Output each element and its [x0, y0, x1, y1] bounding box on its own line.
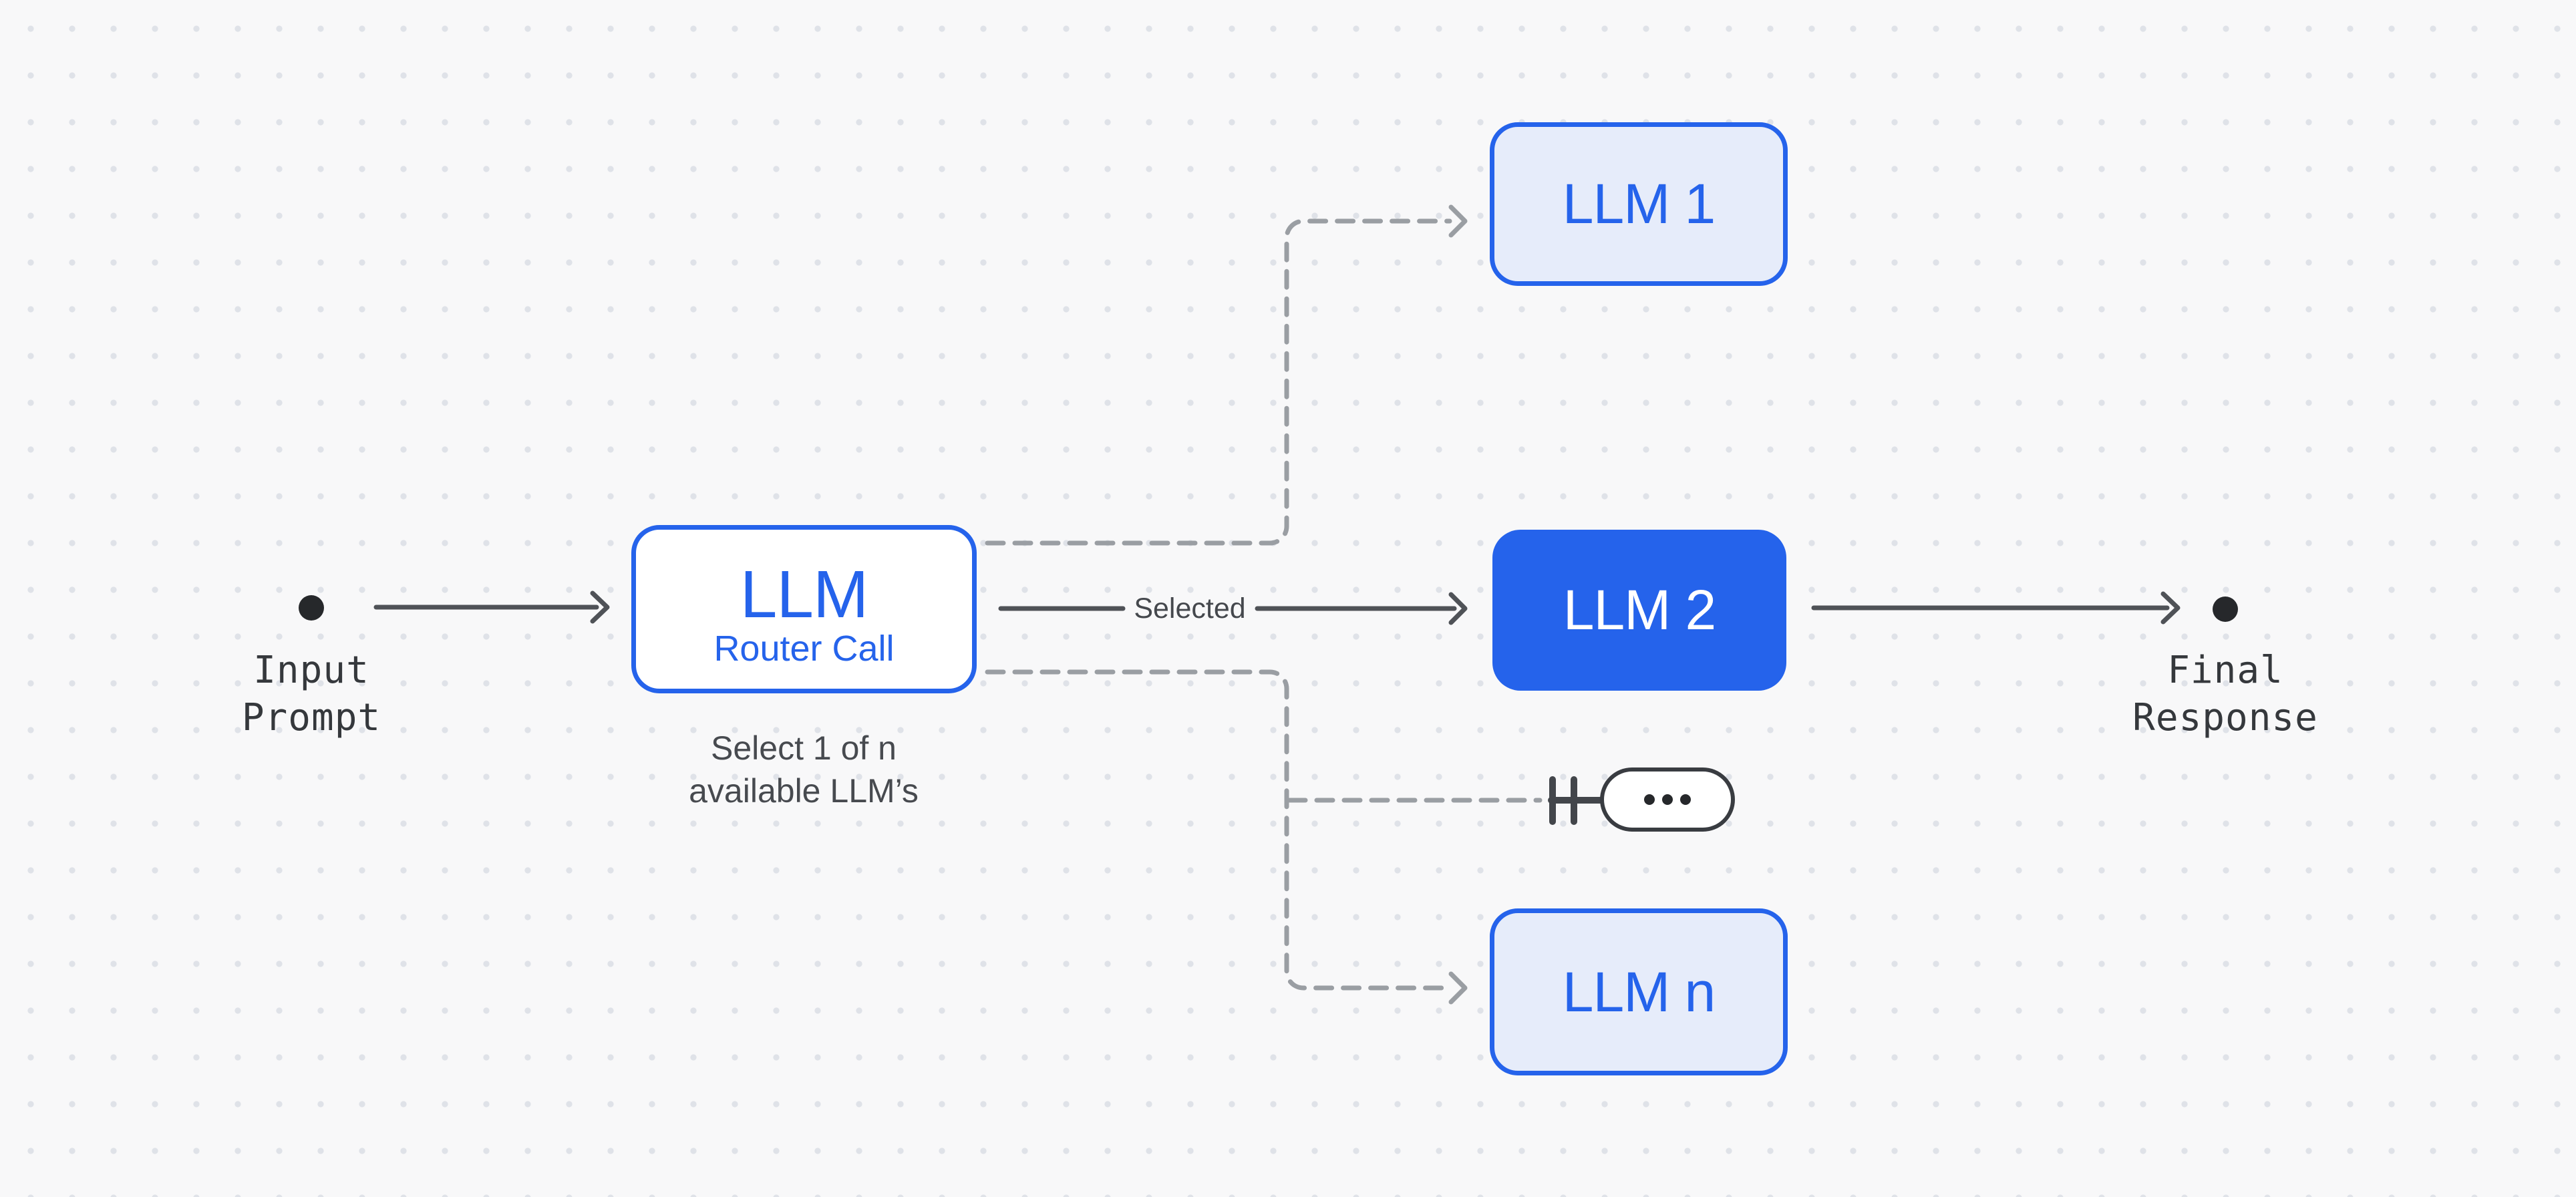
blocked-connector-icon: [1548, 776, 1605, 825]
final-response-label: Final Response: [2078, 647, 2372, 741]
ellipsis-icon: [1644, 794, 1691, 805]
ellipsis-node[interactable]: [1600, 767, 1735, 832]
input-prompt-label-line1: Input: [253, 649, 369, 692]
llm-2-node-label: LLM 2: [1563, 578, 1716, 641]
router-caption-line2: available LLM’s: [689, 772, 919, 810]
input-prompt-label-line2: Prompt: [241, 696, 381, 739]
arrowhead-chevron-icon: [1448, 204, 1468, 238]
llm-2-node-selected[interactable]: LLM 2: [1492, 530, 1786, 691]
router-caption-line1: Select 1 of n: [711, 729, 897, 767]
flow-start-dot-icon: [299, 595, 324, 621]
arrowhead-chevron-icon: [2160, 591, 2181, 625]
llm-1-node-label: LLM 1: [1562, 172, 1716, 235]
selected-edge-label: Selected: [1134, 592, 1246, 625]
final-response-label-line2: Response: [2132, 696, 2318, 739]
router-node-subtitle: Router Call: [713, 629, 895, 669]
final-response-label-line1: Final: [2167, 649, 2283, 692]
arrowhead-chevron-icon: [1448, 971, 1468, 1005]
input-prompt-label: Input Prompt: [164, 647, 458, 741]
llm-n-node[interactable]: LLM n: [1490, 908, 1788, 1075]
router-caption: Select 1 of n available LLM’s: [603, 727, 1004, 812]
arrowhead-chevron-icon: [590, 590, 610, 624]
dashed-edge-to-llm1: [985, 218, 1452, 546]
flow-end-dot-icon: [2213, 596, 2238, 622]
router-node-title: LLM: [740, 557, 869, 632]
llm-n-node-label: LLM n: [1562, 960, 1716, 1023]
arrowhead-chevron-icon: [1448, 592, 1468, 625]
llm-router-node[interactable]: LLM Router Call: [631, 525, 977, 693]
llm-1-node[interactable]: LLM 1: [1490, 122, 1788, 286]
dashed-edge-to-llmn: [985, 669, 1452, 991]
